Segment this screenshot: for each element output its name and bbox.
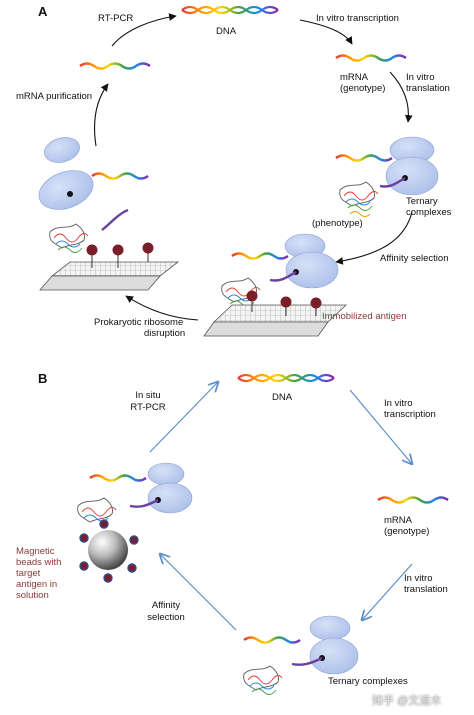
label-ribosome-disruption-2: disruption xyxy=(144,328,186,339)
label-ribosome-disruption-1: Prokaryotic ribosome xyxy=(94,317,184,328)
label-dna-b: DNA xyxy=(272,392,293,403)
label-magnetic-3: target xyxy=(16,568,41,579)
label-rt-pcr: RT-PCR xyxy=(98,13,134,24)
antigen-plate-icon xyxy=(203,290,348,337)
panel-b-letter: B xyxy=(38,371,48,386)
label-ternary-a-1: Ternary xyxy=(406,196,438,207)
dna-helix-icon xyxy=(237,373,335,383)
label-magnetic-1: Magnetic xyxy=(16,546,55,557)
label-magnetic-2: beads with xyxy=(16,557,62,568)
ternary-complex-plate-a xyxy=(221,233,339,307)
magnetic-bead-icon xyxy=(77,462,193,583)
disrupted-ribosome-a xyxy=(38,137,149,210)
label-phenotype: (phenotype) xyxy=(312,218,363,229)
label-ternary-a-2: complexes xyxy=(406,207,452,218)
label-magnetic-5: solution xyxy=(16,590,49,601)
ternary-complex-b xyxy=(243,615,359,695)
label-magnetic-4: antigen in xyxy=(16,579,58,590)
antigen-plate-icon xyxy=(39,208,180,291)
label-in-vitro-translation-a-2: translation xyxy=(406,83,450,94)
dna-helix-icon xyxy=(181,5,279,15)
label-mrna-b: mRNA xyxy=(384,515,412,526)
label-mrna-purification: mRNA purification xyxy=(16,91,93,102)
label-genotype-b: (genotype) xyxy=(384,526,430,537)
cycle-arrows-a xyxy=(93,13,413,321)
label-translation-b-1: In vitro xyxy=(404,573,433,584)
label-transcription-b-2: transcription xyxy=(384,409,436,420)
panel-a-letter: A xyxy=(38,4,48,19)
label-in-situ-2: RT-PCR xyxy=(130,402,166,413)
label-mrna-a: mRNA xyxy=(340,72,368,83)
watermark: 知乎 @文道木 xyxy=(372,695,442,707)
ternary-complex-a xyxy=(335,136,439,217)
mrna-strand-icon xyxy=(79,62,151,70)
label-dna-a: DNA xyxy=(216,26,237,37)
protein-icon xyxy=(49,223,89,253)
label-in-vitro-translation-a-1: In vitro xyxy=(406,72,435,83)
label-affinity-b-1: Affinity xyxy=(151,600,181,611)
mrna-strand-icon xyxy=(377,496,449,504)
label-genotype-a: (genotype) xyxy=(340,83,386,94)
mrna-strand-icon xyxy=(335,54,407,62)
cycle-arrows-b xyxy=(149,382,412,631)
label-transcription-b-1: In vitro xyxy=(384,398,413,409)
label-in-vitro-transcription-a: In vitro transcription xyxy=(316,13,399,24)
label-in-situ-1: In situ xyxy=(135,390,161,401)
label-affinity-selection-a: Affinity selection xyxy=(380,253,449,264)
label-translation-b-2: translation xyxy=(404,584,448,595)
label-ternary-complexes-b: Ternary complexes xyxy=(328,676,408,687)
protein-icon xyxy=(339,181,379,217)
label-immobilized-antigen: Immobilized antigen xyxy=(322,311,407,322)
label-affinity-b-2: selection xyxy=(147,612,185,623)
protein-icon xyxy=(243,665,283,695)
